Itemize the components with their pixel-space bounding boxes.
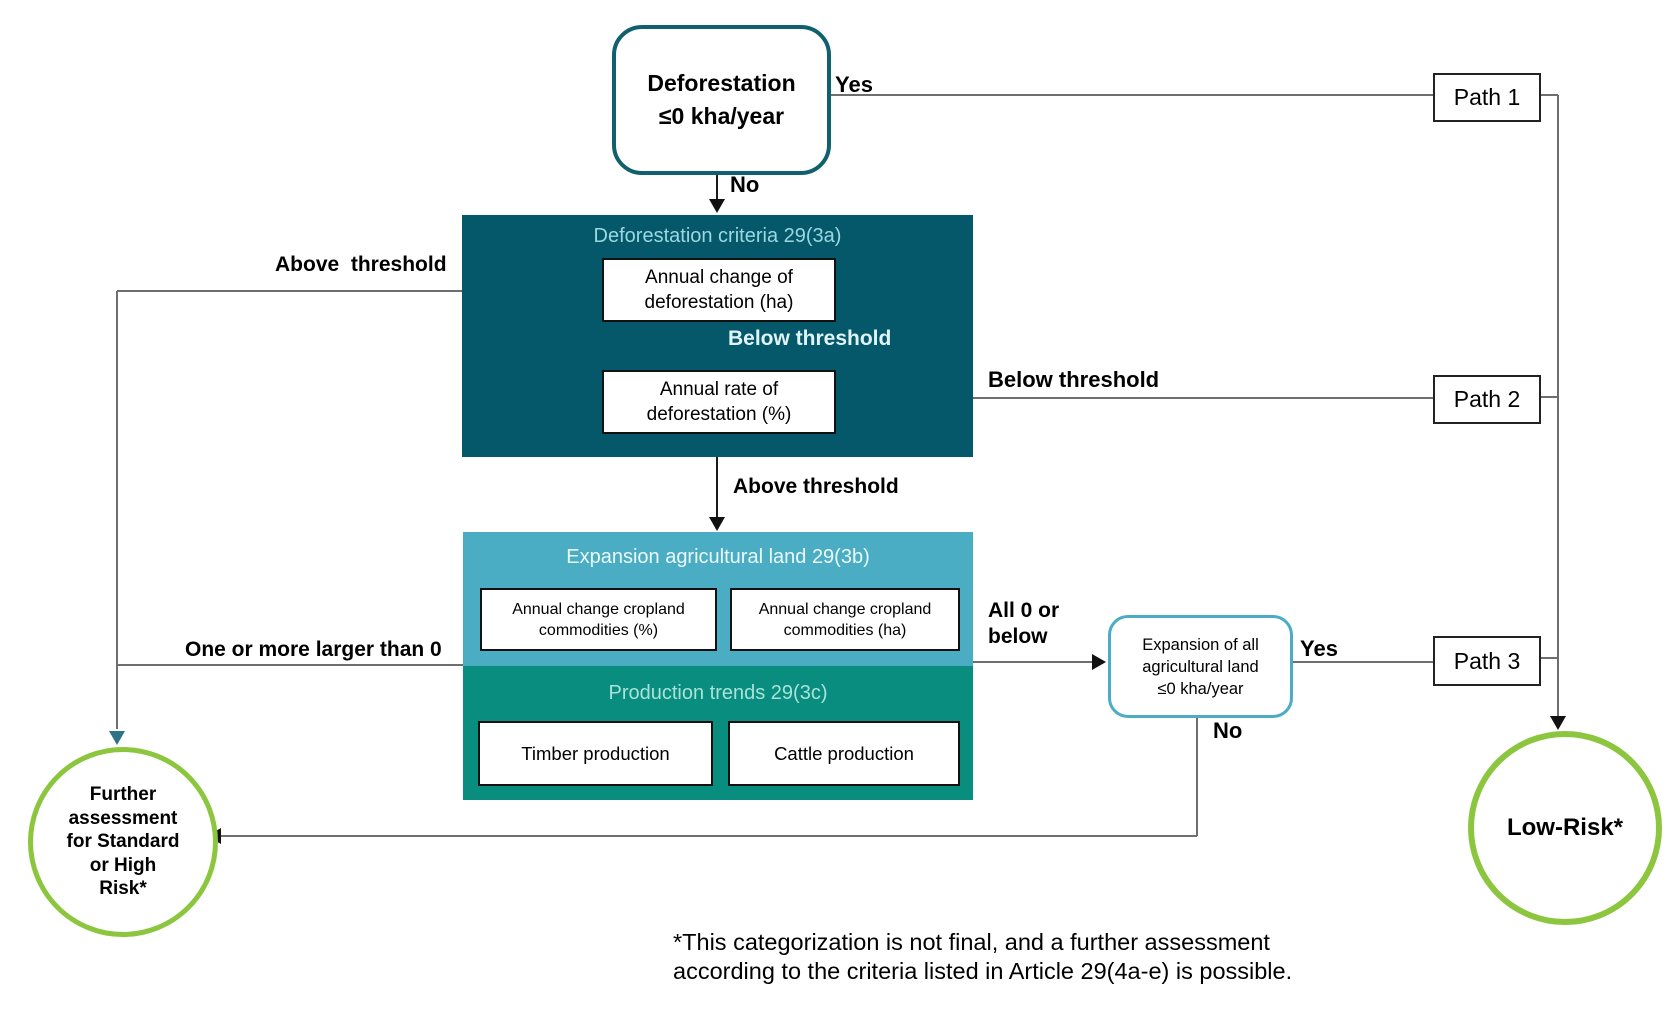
- all-0-or-below-label: All 0 or below: [988, 599, 1060, 648]
- deforestation-criteria-block: Deforestation criteria 29(3a) Annual cha…: [462, 215, 973, 457]
- expansion-agricultural-land-block: Expansion agricultural land 29(3b) Annua…: [463, 532, 973, 666]
- annual-change-deforestation-box: Annual change of deforestation (ha): [602, 258, 836, 322]
- criteria-3a-title: Deforestation criteria 29(3a): [593, 225, 842, 247]
- no-top-label: No: [730, 172, 760, 197]
- annual-rate-deforestation-box: Annual rate of deforestation (%): [602, 370, 836, 434]
- above-threshold-left-label: Above threshold: [275, 253, 447, 276]
- one-or-more-larger-label: One or more larger than 0: [185, 638, 442, 661]
- timber-production-box: Timber production: [478, 721, 713, 786]
- below-threshold-right-label: Below threshold: [988, 367, 1160, 392]
- cropland-commodities-pct-box: Annual change cropland commodities (%): [480, 588, 717, 651]
- below-threshold-inner-label: Below threshold: [728, 327, 892, 350]
- path-3-box: Path 3: [1433, 636, 1541, 686]
- low-risk-circle: Low-Risk*: [1468, 731, 1662, 925]
- expansion-3b-title: Expansion agricultural land 29(3b): [566, 546, 870, 568]
- production-3c-title: Production trends 29(3c): [608, 682, 828, 704]
- cattle-production-box: Cattle production: [728, 721, 960, 786]
- expansion-all-agricultural-land-node: Expansion of all agricultural land ≤0 kh…: [1108, 615, 1293, 718]
- no-right-label: No: [1213, 718, 1243, 743]
- production-trends-block: Production trends 29(3c) Timber producti…: [463, 666, 973, 800]
- further-assessment-circle: Further assessment for Standard or High …: [28, 747, 218, 937]
- footnote-text: *This categorization is not final, and a…: [673, 929, 1293, 984]
- path-2-box: Path 2: [1433, 375, 1541, 424]
- deforestation-decision-node: Deforestation ≤0 kha/year: [612, 25, 831, 175]
- cropland-commodities-ha-box: Annual change cropland commodities (ha): [730, 588, 960, 651]
- path-1-box: Path 1: [1433, 73, 1541, 122]
- above-threshold-mid-label: Above threshold: [733, 475, 899, 498]
- yes-right-label: Yes: [1300, 636, 1338, 661]
- yes-top-label: Yes: [835, 72, 873, 97]
